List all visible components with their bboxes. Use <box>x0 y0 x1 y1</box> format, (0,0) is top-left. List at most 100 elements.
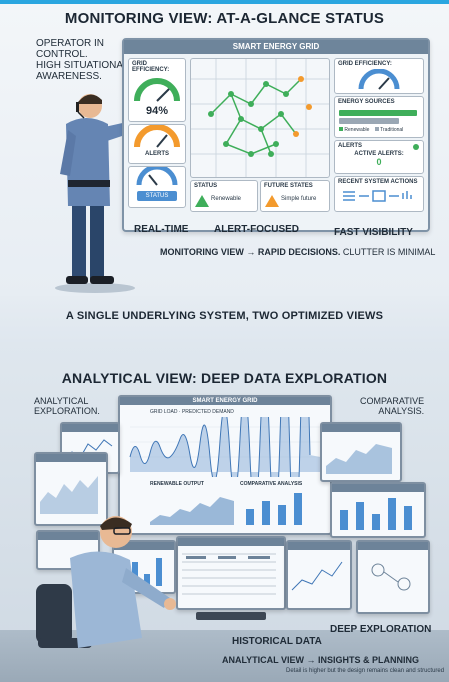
status-button[interactable]: STATUS <box>137 191 177 201</box>
status-card[interactable]: STATUS Renewable <box>190 180 258 212</box>
side-monitor-6-header <box>358 542 428 550</box>
efficiency-gauge-icon <box>134 78 180 102</box>
grid-efficiency-card[interactable]: GRID EFFICIENCY: 94% <box>128 58 186 122</box>
renewable-bar <box>339 110 417 116</box>
recent-actions-card[interactable]: RECENT SYSTEM ACTIONS <box>334 176 424 212</box>
future-states-label: FUTURE STATES <box>264 183 313 189</box>
monitoring-title: MONITORING VIEW: AT-A-GLANCE STATUS <box>64 10 385 27</box>
top-accent-bar <box>0 0 449 4</box>
operator-note-line: AWARENESS. <box>36 71 102 82</box>
caption-bold: MONITORING VIEW → RAPID DECISIONS. <box>160 247 341 257</box>
middle-text: A SINGLE UNDERLYING SYSTEM, TWO OPTIMIZE… <box>65 310 384 322</box>
dashboard-title: SMART ENERGY GRID <box>124 40 428 54</box>
transition-band <box>0 296 449 342</box>
analytics-dashboard: SMART ENERGY GRID GRID LOAD · PREDICTED … <box>118 395 332 535</box>
exploration-monitor-header <box>288 542 350 550</box>
chart-legend: GRID LOAD · PREDICTED DEMAND <box>150 409 234 415</box>
operator-note-line: HIGH SITUATIONAL <box>36 60 129 71</box>
side-chart-5-icon <box>340 498 412 530</box>
status-gauge-icon <box>136 167 178 186</box>
left-note-line: ANALYTICAL <box>34 396 89 406</box>
energy-sources-card[interactable]: ENERGY SOURCES Renewable Traditional <box>334 96 424 138</box>
side-chart-6-icon <box>371 563 411 591</box>
analytical-title: ANALYTICAL VIEW: DEEP DATA EXPLORATION <box>61 370 388 386</box>
label-fast-visibility: FAST VISIBILITY <box>334 227 413 238</box>
grid-efficiency-right-card[interactable]: GRID EFFICIENCY: <box>334 58 424 94</box>
analytical-caption: ANALYTICAL VIEW → INSIGHTS & PLANNING <box>222 655 420 665</box>
renewable-output-label: RENEWABLE OUTPUT <box>150 481 204 487</box>
actions-flow-icon <box>343 190 412 202</box>
alerts-card[interactable]: ALERTS <box>128 124 186 164</box>
future-states-text: Simple future <box>281 196 317 202</box>
legend-swatch-traditional <box>374 127 379 131</box>
analytical-subcaption: Detail is higher but the design remains … <box>286 668 445 674</box>
warning-green-icon <box>195 195 209 207</box>
comparative-label: COMPARATIVE ANALYSIS <box>240 481 303 487</box>
side-monitor-2[interactable] <box>34 452 108 526</box>
operator-note: OPERATOR IN CONTROL. HIGH SITUATIONAL AW… <box>36 38 129 82</box>
status-mini-card: STATUS <box>128 166 186 208</box>
analyst-monitor-header <box>114 542 174 550</box>
operator-note-line: CONTROL. <box>36 49 88 60</box>
side-monitor-5-header <box>332 484 424 492</box>
grid-efficiency-right-label: GRID EFFICIENCY: <box>338 61 392 67</box>
side-chart-2-icon <box>40 476 98 514</box>
side-monitor-4-header <box>322 424 400 432</box>
grid-network-map-icon <box>191 59 329 177</box>
side-monitor-4[interactable] <box>320 422 402 482</box>
legend-renewable: Renewable <box>344 127 370 133</box>
caption-rest: CLUTTER IS MINIMAL <box>342 247 436 257</box>
warning-orange-icon <box>265 195 279 207</box>
traditional-bar <box>339 118 399 124</box>
legend-traditional: Traditional <box>380 127 404 133</box>
predicted-label: PREDICTED DEMAND <box>181 409 234 415</box>
legend: Renewable Traditional <box>339 127 403 133</box>
exploration-monitor[interactable] <box>286 540 352 610</box>
alerts-right-label: ALERTS <box>338 143 362 149</box>
network-map[interactable] <box>190 58 330 178</box>
data-table-monitor-header <box>178 538 284 546</box>
side-monitor-1-header <box>62 424 118 432</box>
keyboard[interactable] <box>196 612 266 620</box>
monitoring-dashboard: SMART ENERGY GRID GRID EFFICIENCY: 94% A… <box>122 38 430 232</box>
side-chart-4-icon <box>326 444 392 474</box>
data-table-monitor[interactable] <box>176 536 286 610</box>
alerts-gauge-icon <box>134 125 180 148</box>
recent-actions-label: RECENT SYSTEM ACTIONS <box>338 179 418 185</box>
side-monitor-2-header <box>36 454 106 462</box>
renewable-output-chart[interactable] <box>148 487 238 527</box>
label-historical-data: HISTORICAL DATA <box>232 636 322 647</box>
alert-ok-icon <box>413 144 419 150</box>
analytical-right-note: COMPARATIVE ANALYSIS. <box>360 396 424 416</box>
analytics-dashboard-title: SMART ENERGY GRID <box>120 397 330 405</box>
energy-sources-label: ENERGY SOURCES <box>338 99 395 105</box>
analytical-left-note: ANALYTICAL EXPLORATION. <box>34 396 100 416</box>
alerts-label: ALERTS <box>145 151 169 157</box>
monitoring-caption: MONITORING VIEW → RAPID DECISIONS. CLUTT… <box>160 247 435 257</box>
label-deep-exploration: DEEP EXPLORATION <box>330 624 432 635</box>
operator-note-line: OPERATOR IN <box>36 38 104 49</box>
grid-load-label: GRID LOAD <box>150 409 178 415</box>
active-alerts-value: 0 <box>376 157 382 167</box>
grid-load-chart[interactable] <box>120 417 326 477</box>
label-alert-focused: ALERT-FOCUSED <box>214 224 299 235</box>
active-alerts-card[interactable]: ALERTS ACTIVE ALERTS: 0 <box>334 140 424 174</box>
side-monitor-5[interactable] <box>330 482 426 538</box>
status-label: STATUS <box>194 183 218 189</box>
grid-efficiency-value: 94% <box>145 105 169 117</box>
legend-swatch-renewable <box>339 127 343 131</box>
efficiency-right-gauge-icon <box>358 69 400 90</box>
side-monitor-6[interactable] <box>356 540 430 614</box>
side-monitor-3-header <box>38 532 98 540</box>
status-renewable-text: Renewable <box>211 196 242 202</box>
comparative-bar-chart[interactable] <box>240 487 320 527</box>
label-real-time: REAL-TIME <box>134 224 189 235</box>
grid-efficiency-label: GRID EFFICIENCY: <box>132 61 170 73</box>
operator-illustration <box>55 94 149 293</box>
data-table-icon <box>182 553 276 595</box>
future-states-card[interactable]: FUTURE STATES Simple future <box>260 180 330 212</box>
right-note-line: COMPARATIVE <box>360 396 425 406</box>
exploration-chart-icon <box>291 561 343 591</box>
active-alerts-label: ACTIVE ALERTS: <box>354 151 404 157</box>
analyst-illustration <box>36 516 176 648</box>
